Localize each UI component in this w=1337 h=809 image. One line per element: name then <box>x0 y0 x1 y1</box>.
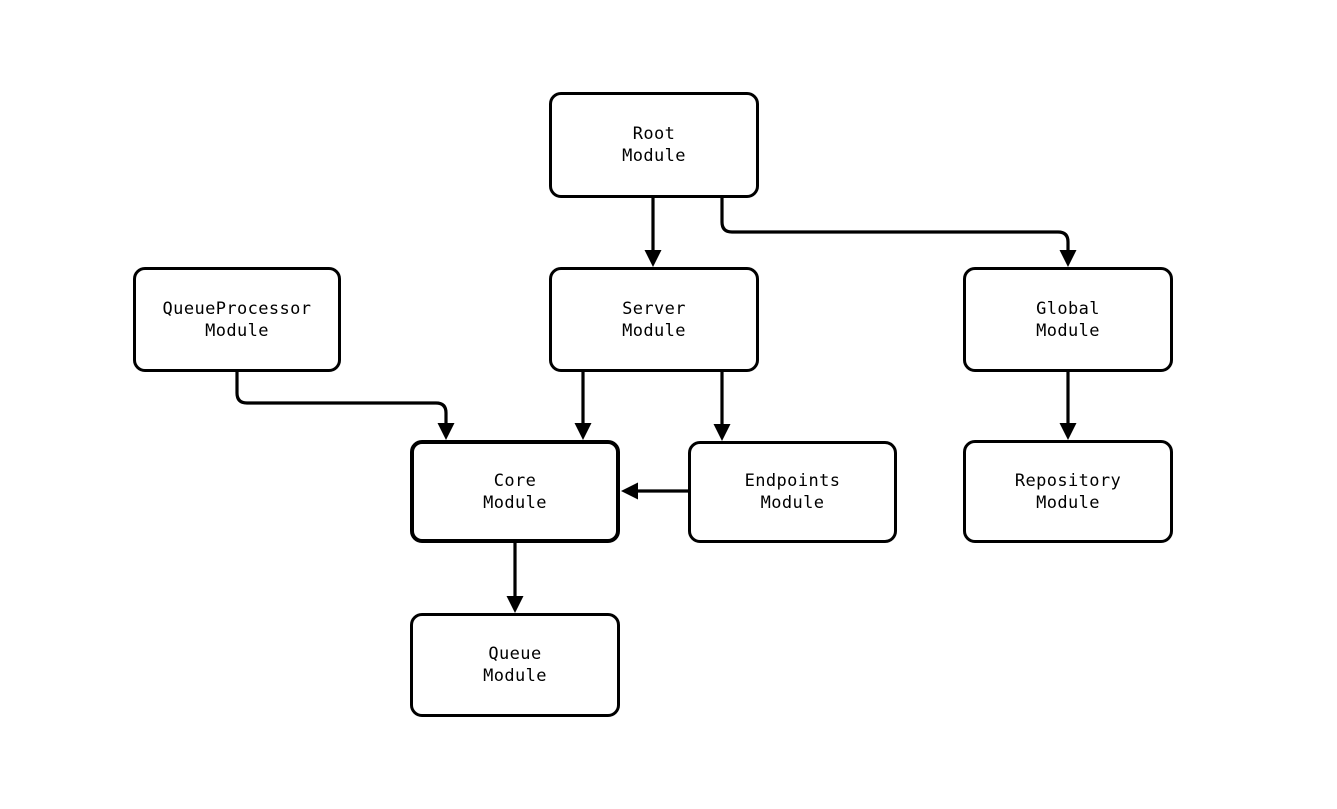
node-server-title: Server <box>622 298 686 319</box>
edge-server-to-core <box>574 372 592 440</box>
node-queueprocessor-subtitle: Module <box>205 320 269 341</box>
node-queueprocessor-title: QueueProcessor <box>162 298 312 319</box>
edge-endpoints-to-core <box>621 482 688 500</box>
node-global-title: Global <box>1036 298 1100 319</box>
arrowhead <box>437 423 455 440</box>
node-global-subtitle: Module <box>1036 320 1100 341</box>
node-repository-title: Repository <box>1014 470 1122 491</box>
arrowhead <box>1059 250 1077 267</box>
edge-queueprocessor-to-core <box>235 372 455 440</box>
edge-global-to-repository <box>1059 372 1077 440</box>
node-global[interactable]: Global Module <box>963 267 1173 372</box>
node-root-subtitle: Module <box>622 146 686 166</box>
node-core[interactable]: Core Module <box>410 440 620 543</box>
node-queue-title: Queue <box>488 644 542 664</box>
node-root[interactable]: Root Module <box>549 92 759 198</box>
arrowhead <box>713 424 731 441</box>
node-endpoints-title: Endpoints <box>744 471 841 491</box>
edge-core-to-queue <box>506 543 524 613</box>
node-queueprocessor[interactable]: QueueProcessor Module <box>133 267 341 372</box>
node-server[interactable]: Server Module <box>549 267 759 372</box>
arrowhead <box>506 596 524 613</box>
node-repository-subtitle: Module <box>1036 492 1100 513</box>
node-endpoints[interactable]: Endpoints Module <box>688 441 897 543</box>
node-repository[interactable]: Repository Module <box>963 440 1173 543</box>
node-root-title: Root <box>632 124 676 144</box>
arrowhead <box>574 423 592 440</box>
edge-root-to-global <box>720 198 1077 267</box>
arrowhead <box>644 250 662 267</box>
arrowhead <box>1059 423 1077 440</box>
node-core-subtitle: Module <box>483 492 547 513</box>
arrowhead <box>621 482 638 500</box>
node-server-subtitle: Module <box>622 320 686 341</box>
node-core-title: Core <box>493 470 537 491</box>
node-queue-subtitle: Module <box>483 666 547 686</box>
edge-server-to-endpoints <box>713 372 731 441</box>
node-queue[interactable]: Queue Module <box>410 613 620 717</box>
edge-root-to-server <box>644 198 662 267</box>
node-endpoints-subtitle: Module <box>760 493 825 513</box>
